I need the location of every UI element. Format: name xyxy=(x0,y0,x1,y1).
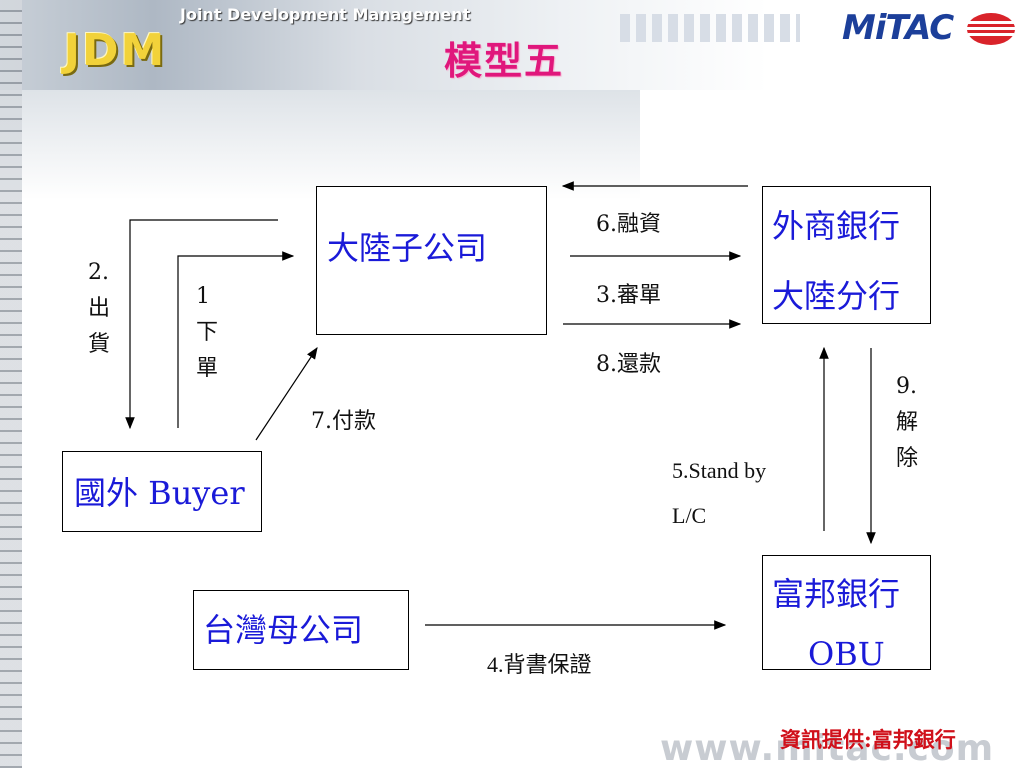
label-release-num: 9. xyxy=(896,374,917,399)
label-release: 9. 解 除 xyxy=(896,376,918,484)
label-ship-char1: 出 xyxy=(88,296,111,321)
node-foreign-bank xyxy=(762,186,931,324)
label-ship: 2. 出 貨 xyxy=(88,262,110,370)
label-order-num: 1 xyxy=(196,284,210,309)
stripe-decoration xyxy=(620,14,800,42)
node-fubon-obu-label-1: 富邦銀行 xyxy=(772,575,901,613)
label-release-char2: 除 xyxy=(896,446,919,471)
node-fubon-obu xyxy=(762,555,931,670)
label-release-char1: 解 xyxy=(896,410,919,435)
node-foreign-buyer-label: 國外 Buyer xyxy=(74,474,245,512)
header-banner xyxy=(0,0,1024,90)
label-repay: 8.還款 xyxy=(596,352,661,377)
label-ship-num: 2. xyxy=(88,260,109,285)
arrow-payment xyxy=(255,346,318,441)
node-fubon-obu-label-2: OBU xyxy=(808,635,885,673)
label-standby-1: 5.Stand by xyxy=(672,458,767,483)
label-standby-2: L/C xyxy=(672,503,707,528)
label-review: 3.審單 xyxy=(596,283,661,308)
mitac-logo-text: MiTAC xyxy=(842,8,954,48)
node-foreign-bank-label-1: 外商銀行 xyxy=(772,207,901,245)
node-mainland-subsidiary xyxy=(316,186,547,335)
page-title: 模型五 xyxy=(444,38,565,83)
node-taiwan-parent xyxy=(193,590,409,670)
label-payment: 7.付款 xyxy=(311,409,376,434)
label-guarantee: 4.背書保證 xyxy=(487,652,592,677)
label-order: 1 下 單 xyxy=(196,286,218,394)
film-strip-decoration xyxy=(0,0,22,768)
mitac-logo-icon xyxy=(967,13,1015,45)
label-ship-char2: 貨 xyxy=(88,332,111,357)
label-order-char1: 下 xyxy=(196,320,219,345)
app-title: Joint Development Management xyxy=(180,5,471,24)
label-order-char2: 單 xyxy=(196,356,219,381)
source-credit: 資訊提供:富邦銀行 xyxy=(780,727,956,752)
node-taiwan-parent-label: 台灣母公司 xyxy=(203,611,364,649)
node-foreign-bank-label-2: 大陸分行 xyxy=(772,277,901,315)
arrow-order xyxy=(177,251,295,428)
arrow-ship xyxy=(125,219,278,430)
banner-fade xyxy=(0,90,640,200)
label-financing: 6.融資 xyxy=(596,212,661,237)
website-watermark: www.mitac.com xyxy=(660,728,995,769)
jdm-logo: JDM xyxy=(63,24,167,76)
node-foreign-buyer xyxy=(62,451,262,532)
node-mainland-subsidiary-label: 大陸子公司 xyxy=(327,229,488,267)
